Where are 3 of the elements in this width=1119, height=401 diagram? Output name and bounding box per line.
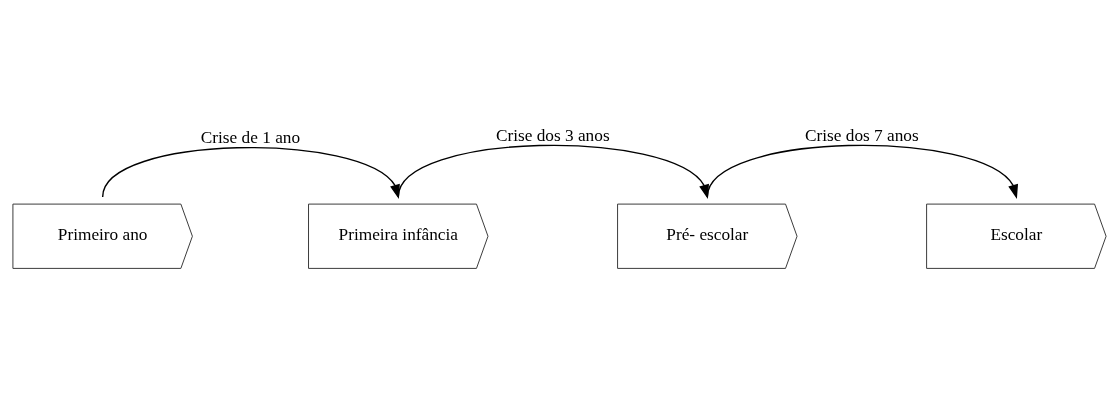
edge-label: Crise dos 7 anos xyxy=(804,125,919,145)
edge-label: Crise dos 3 anos xyxy=(495,125,610,145)
edge-label: Crise de 1 ano xyxy=(200,127,301,147)
